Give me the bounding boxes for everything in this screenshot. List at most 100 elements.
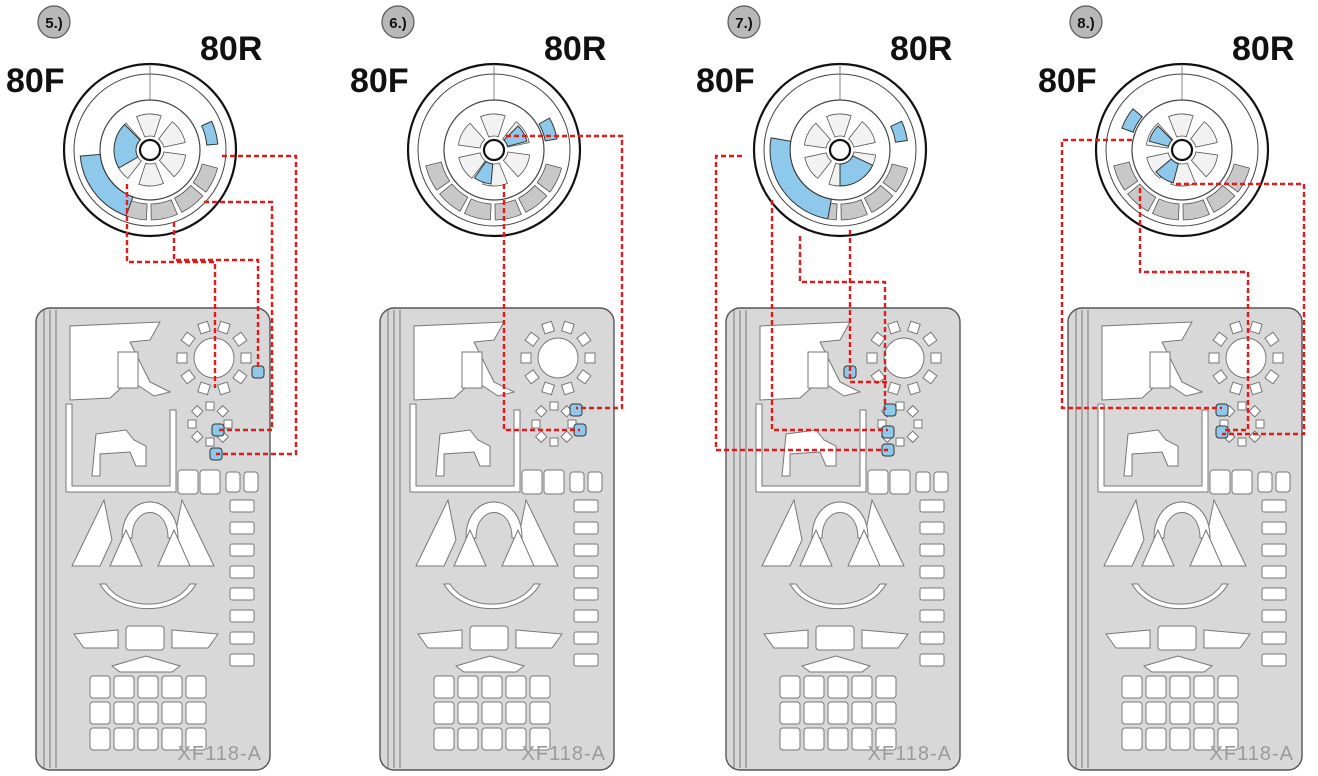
mask-cutout xyxy=(157,528,191,567)
mask-cutout xyxy=(453,528,487,567)
mask-cutout xyxy=(922,369,938,385)
mask-cutout xyxy=(515,629,563,649)
mask-cutout xyxy=(531,419,541,429)
mask-cutout xyxy=(1229,381,1244,396)
mask-cutout xyxy=(185,675,207,699)
mask-cutout xyxy=(457,727,479,751)
mask-cutout xyxy=(469,625,509,651)
highlighted-mask-part xyxy=(79,153,134,217)
leader-line xyxy=(204,200,274,432)
spoke-window xyxy=(158,121,186,148)
rim-segment xyxy=(536,163,563,193)
highlighted-sheet-part xyxy=(1215,425,1229,439)
sheet-body xyxy=(35,307,271,771)
mask-cutout xyxy=(229,609,255,623)
mask-cutout xyxy=(789,583,887,610)
mask-cutout xyxy=(919,565,945,579)
mask-cutout xyxy=(520,352,532,364)
mask-cutout xyxy=(919,609,945,623)
mask-cutout xyxy=(573,543,599,557)
mask-cutout xyxy=(576,331,592,347)
mask-cutout xyxy=(543,469,565,495)
mask-cutout xyxy=(779,675,801,699)
highlighted-mask-part xyxy=(769,137,832,220)
mask-cutout xyxy=(1257,471,1273,493)
leader-line xyxy=(125,184,217,388)
mask-cutout xyxy=(1248,320,1263,335)
mask-cutout xyxy=(505,675,527,699)
front-wheel-label: 80F xyxy=(6,62,65,100)
mask-cutout xyxy=(1217,675,1239,699)
leader-line xyxy=(506,134,624,410)
mask-cutout xyxy=(417,629,463,649)
mask-cutout xyxy=(803,701,825,725)
leader-line xyxy=(216,154,298,456)
mask-cutout xyxy=(1261,587,1287,601)
mask-cutout xyxy=(1103,498,1145,567)
mask-cutout xyxy=(232,331,248,347)
mask-cutout xyxy=(1149,351,1171,389)
mask-cutout xyxy=(827,701,849,725)
mask-cutout xyxy=(409,403,521,493)
mask-cutout xyxy=(521,469,543,495)
mask-cutout xyxy=(930,352,942,364)
mask-cutout xyxy=(1255,419,1265,429)
mask-cutout xyxy=(216,404,230,418)
leader-line xyxy=(848,230,890,384)
highlighted-mask-part xyxy=(200,120,219,146)
mask-cutout xyxy=(537,337,579,379)
rim-segment xyxy=(517,184,548,213)
badge-circle xyxy=(727,5,761,39)
rim-segment xyxy=(173,184,204,213)
mask-cutout xyxy=(1208,352,1220,364)
mask-cutout xyxy=(861,629,909,649)
mask-cutout xyxy=(573,521,599,535)
mask-cutout xyxy=(190,430,204,444)
mask-cutout xyxy=(205,401,215,411)
rear-wheel-label: 80R xyxy=(544,30,606,68)
leader-line xyxy=(1060,138,1222,410)
mask-cutout xyxy=(481,701,503,725)
mask-cutout xyxy=(541,381,556,396)
mask-cutout xyxy=(1217,701,1239,725)
mask-cutout xyxy=(1261,521,1287,535)
spoke-window xyxy=(1190,151,1219,178)
rim-segment xyxy=(1151,198,1180,221)
spoke-window xyxy=(804,152,832,179)
mask-cutout xyxy=(185,701,207,725)
mask-sheet: XF118-A xyxy=(1067,307,1303,771)
sheet-body xyxy=(1067,307,1303,771)
mask-cutout xyxy=(1141,528,1175,567)
leader-line xyxy=(714,154,888,452)
mask-cutout xyxy=(109,528,143,567)
mask-cutout xyxy=(443,583,541,610)
mask-cutout xyxy=(1229,320,1244,335)
mask-cutout xyxy=(205,437,215,447)
mask-cutout xyxy=(895,401,905,411)
mask-cutout xyxy=(1169,727,1191,751)
mask-cutout xyxy=(1193,727,1215,751)
mask-cutout xyxy=(433,675,455,699)
rim-segment xyxy=(1182,199,1210,221)
mask-cutout xyxy=(433,701,455,725)
leader-line xyxy=(1138,188,1250,432)
mask-cutout xyxy=(779,727,801,751)
mask-cutout xyxy=(549,437,559,447)
mask-cutout xyxy=(89,701,111,725)
mask-cutout xyxy=(1212,369,1228,385)
badge-circle xyxy=(37,5,71,39)
badge-circle xyxy=(381,5,415,39)
spoke-window xyxy=(1167,113,1194,138)
axle-hole xyxy=(828,138,852,162)
mask-cutout xyxy=(761,498,803,567)
mask-cutout xyxy=(505,727,527,751)
mask-cutout xyxy=(457,675,479,699)
mask-cutout xyxy=(117,351,139,389)
mask-cutout xyxy=(1275,471,1291,493)
mask-cutout xyxy=(815,625,855,651)
mask-cutout xyxy=(529,701,551,725)
mask-cutout xyxy=(573,499,599,513)
mask-cutout xyxy=(1264,369,1280,385)
step-number: 7.) xyxy=(735,15,753,32)
